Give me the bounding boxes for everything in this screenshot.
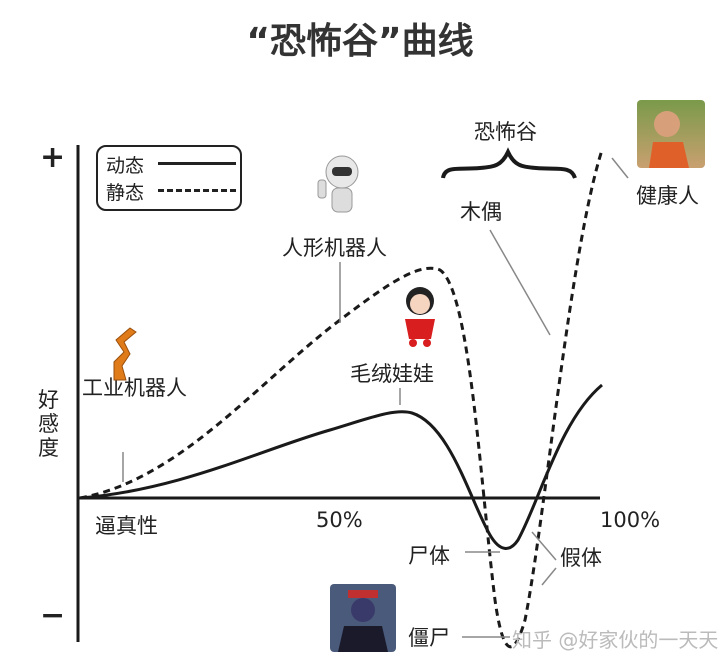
legend-dynamic: 动态 — [106, 151, 236, 178]
zombie-image — [330, 584, 396, 652]
humanoid-robot-image — [308, 150, 370, 220]
label-humanoid-robot: 人形机器人 — [282, 236, 387, 260]
legend-static: 静态 — [106, 178, 236, 205]
label-industrial-robot: 工业机器人 — [82, 376, 187, 400]
x-axis-label: 逼真性 — [95, 514, 158, 538]
page-title: “恐怖谷”曲线 — [246, 21, 474, 62]
label-prosthetic: 假体 — [560, 546, 602, 570]
leader-puppet — [489, 229, 551, 336]
label-puppet: 木偶 — [460, 200, 502, 224]
label-plush-doll: 毛绒娃娃 — [350, 362, 434, 386]
valley-brace — [441, 147, 577, 179]
legend-dynamic-label: 动态 — [106, 155, 145, 177]
y-minus-sign: − — [40, 598, 66, 633]
dynamic-curve — [79, 383, 603, 550]
plush-doll-image — [395, 283, 445, 349]
legend-solid-line — [158, 162, 236, 165]
x-tick-100: 100% — [600, 508, 661, 532]
label-healthy-person: 健康人 — [636, 184, 699, 208]
legend: 动态 静态 — [96, 145, 242, 211]
label-zombie: 僵尸 — [408, 626, 450, 650]
healthy-person-image — [637, 100, 705, 168]
watermark: 知乎 @好家伙的一天天 — [512, 628, 719, 652]
leader-prosthetic-1 — [531, 531, 557, 561]
y-plus-sign: + — [40, 140, 66, 175]
industrial-robot-image — [100, 322, 142, 382]
leader-healthy — [611, 157, 629, 179]
x-tick-50: 50% — [316, 508, 363, 532]
leader-prosthetic-2 — [541, 567, 557, 586]
legend-dashed-line — [158, 189, 236, 192]
label-valley: 恐怖谷 — [474, 120, 537, 144]
legend-static-label: 静态 — [106, 182, 145, 204]
label-corpse: 尸体 — [408, 544, 450, 568]
y-axis-label: 好感度 — [38, 388, 59, 460]
static-curve — [79, 149, 604, 649]
